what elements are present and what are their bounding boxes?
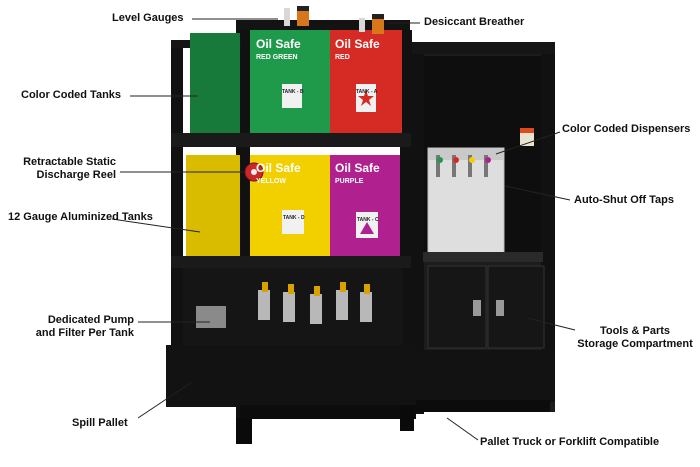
label-color-coded-tanks: Color Coded Tanks: [21, 89, 122, 101]
label-pallet-truck: Pallet Truck or Forklift Compatible: [480, 436, 660, 448]
label-tools-parts-line2: Storage Compartment: [577, 338, 693, 350]
door-latch-right: [496, 300, 504, 316]
triangle-symbol-purple-tag: [360, 222, 374, 234]
green-tank: [250, 30, 330, 133]
left-frame-post-back: [171, 42, 183, 382]
label-color-coded-dispensers: Color Coded Dispensers: [562, 123, 691, 135]
purple-tank-subtitle: PURPLE: [335, 178, 364, 185]
tag-yellow: [282, 210, 304, 234]
label-pump-filter: Dedicated Pump and Filter Per Tank: [18, 314, 134, 340]
pump-filters: [258, 282, 372, 324]
label-aluminized-tanks: 12 Gauge Aluminized Tanks: [8, 211, 153, 223]
right-shelf: [423, 252, 543, 262]
label-tools-parts-line1: Tools & Parts: [599, 325, 671, 337]
red-tank-subtitle: RED: [335, 54, 350, 61]
red-tank-tag-text: TANK - A: [356, 89, 378, 95]
level-gauges: [284, 6, 309, 26]
spill-pallet: [166, 345, 416, 407]
tag-green: [282, 84, 302, 108]
dispenser-box: [427, 147, 505, 254]
label-retractable-reel-line1: Retractable Static: [23, 156, 116, 168]
desiccant-breather: [359, 14, 384, 34]
star-symbol-red-tag: [358, 90, 374, 106]
pallet-foot-left: [236, 418, 252, 444]
static-reel-hub: [251, 169, 257, 175]
right-base: [410, 350, 555, 400]
left-top-beam: [236, 20, 410, 30]
spill-pallet-rail: [240, 405, 416, 419]
label-retractable-reel: Retractable Static Discharge Reel: [12, 156, 116, 182]
yellow-tank-brand: Oil Safe: [256, 161, 301, 175]
red-tank-brand: Oil Safe: [335, 37, 380, 51]
pallet-foot-right: [400, 405, 414, 431]
leader-lines: [111, 18, 576, 441]
lower-shelf: [171, 256, 411, 268]
label-pump-filter-line2: and Filter Per Tank: [35, 327, 134, 339]
right-base-rail: [415, 400, 550, 412]
green-tank-subtitle: RED GREEN: [256, 54, 298, 61]
green-tank-tag-text: TANK - B: [282, 89, 304, 95]
door-latch-left: [473, 300, 481, 316]
right-frame-top: [410, 42, 555, 54]
upper-shelf: [171, 133, 411, 147]
label-pump-filter-line1: Dedicated Pump: [47, 314, 134, 326]
red-tank: [330, 30, 402, 133]
label-tools-parts: Tools & Parts Storage Compartment: [574, 325, 696, 351]
purple-tank: [330, 155, 400, 258]
yellow-tank-side: [186, 155, 240, 258]
label-retractable-reel-line2: Discharge Reel: [36, 169, 116, 181]
yellow-tank-subtitle: YELLOW: [256, 178, 286, 185]
label-level-gauges: Level Gauges: [112, 12, 184, 24]
green-tank-brand: Oil Safe: [256, 37, 301, 51]
label-spill-pallet: Spill Pallet: [72, 417, 128, 429]
right-frame-post-left: [410, 42, 424, 414]
purple-tank-brand: Oil Safe: [335, 161, 380, 175]
pump-motor: [196, 306, 226, 328]
label-auto-shut-off-taps: Auto-Shut Off Taps: [574, 194, 674, 206]
warning-sticker-band: [520, 128, 534, 133]
purple-tank-tag-text: TANK - C: [357, 217, 379, 223]
yellow-tank-tag-text: TANK - D: [283, 215, 305, 221]
label-desiccant-breather: Desiccant Breather: [424, 16, 525, 28]
dispenser-taps: [436, 155, 491, 177]
green-tank-side: [190, 33, 240, 133]
